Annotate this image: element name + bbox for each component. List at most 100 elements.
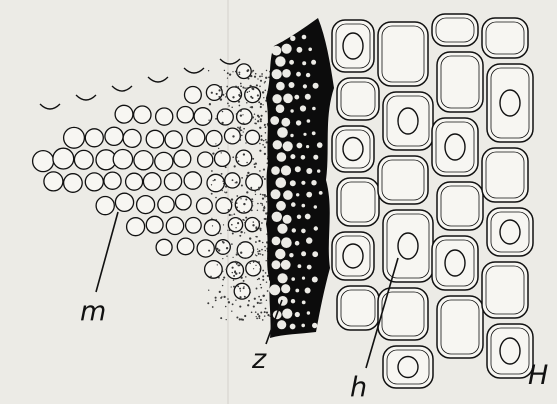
small-round-cell	[126, 173, 143, 190]
dark-zone-pore	[302, 61, 306, 65]
stipple-dot	[236, 113, 237, 114]
small-round-cell	[186, 218, 202, 234]
stipple-dot	[252, 88, 254, 90]
dark-zone-pore	[278, 273, 288, 283]
stipple-dot	[231, 198, 233, 200]
dark-zone-pore	[300, 105, 306, 111]
stipple-dot	[226, 256, 227, 257]
stipple-dot	[215, 300, 217, 302]
stipple-dot	[212, 306, 214, 308]
stipple-dot	[239, 243, 241, 245]
stipple-dot	[261, 115, 263, 117]
large-cell	[383, 210, 433, 282]
dark-zone-pore	[305, 94, 311, 100]
stipple-dot	[257, 210, 258, 211]
stipple-dot	[251, 210, 253, 212]
stipple-dot	[218, 249, 220, 251]
stipple-dot	[264, 146, 266, 148]
stipple-dot	[259, 127, 261, 129]
stipple-dot	[227, 72, 229, 74]
dark-zone-pore	[272, 260, 281, 269]
large-cell	[487, 64, 533, 142]
small-round-cell	[197, 240, 214, 257]
large-cell	[378, 288, 428, 340]
stipple-dot	[265, 272, 267, 274]
stipple-dot	[239, 73, 241, 75]
stipple-dot	[255, 73, 257, 75]
stipple-dot	[216, 248, 218, 250]
stipple-dot	[243, 287, 245, 289]
large-cell	[378, 156, 428, 204]
stipple-dot	[237, 264, 239, 266]
stipple-dot	[220, 297, 222, 299]
dark-zone-pore	[297, 47, 303, 53]
stipple-dot	[228, 105, 230, 107]
stipple-dot	[237, 286, 239, 288]
stipple-dot	[256, 255, 257, 256]
stipple-dot	[266, 300, 267, 301]
small-round-cell	[215, 151, 231, 167]
stipple-dot	[262, 295, 264, 297]
dark-zone-pore	[272, 94, 281, 103]
dark-zone-pore	[281, 118, 290, 127]
dark-zone-pore	[314, 226, 318, 230]
dark-zone-pore	[307, 119, 311, 123]
stipple-dot	[211, 184, 212, 185]
stipple-dot	[264, 196, 266, 198]
stipple-dot	[233, 275, 235, 277]
stipple-dot	[264, 246, 266, 248]
stipple-dot	[243, 211, 244, 212]
stipple-dot	[262, 319, 264, 321]
stipple-dot	[227, 77, 228, 78]
stipple-dot	[232, 303, 234, 305]
stipple-dot	[262, 91, 264, 93]
stipple-dot	[253, 306, 255, 308]
stipple-dot	[262, 198, 264, 200]
stipple-dot	[262, 275, 264, 277]
stipple-dot	[266, 260, 267, 261]
stipple-dot	[252, 205, 253, 206]
dark-zone-pore	[277, 127, 288, 138]
stipple-dot	[232, 135, 234, 137]
stipple-dot	[211, 218, 212, 219]
stipple-dot	[220, 233, 222, 235]
dark-zone-pore	[312, 131, 316, 135]
stipple-dot	[235, 299, 236, 300]
stipple-dot	[251, 312, 253, 314]
dark-zone-pore	[291, 299, 295, 303]
stipple-dot	[225, 268, 227, 270]
stipple-dot	[250, 96, 252, 98]
stipple-dot	[239, 272, 241, 274]
stipple-dot	[259, 75, 261, 77]
stipple-dot	[216, 93, 218, 95]
stipple-dot	[262, 204, 263, 205]
dark-zone-pore	[272, 69, 282, 79]
stipple-dot	[257, 279, 258, 280]
dark-zone-pore	[302, 204, 306, 208]
small-round-cell	[156, 239, 172, 255]
stipple-dot	[258, 278, 260, 280]
stipple-dot	[262, 194, 264, 196]
small-round-cell	[134, 106, 151, 123]
stipple-dot	[237, 127, 239, 129]
stipple-dot	[227, 103, 229, 105]
stipple-dot	[234, 261, 236, 263]
stipple-dot	[260, 106, 262, 108]
stipple-dot	[259, 143, 261, 145]
stipple-dot	[231, 214, 232, 215]
stipple-dot	[241, 177, 243, 179]
small-round-cell	[113, 150, 132, 169]
dark-zone-pore	[306, 145, 309, 148]
stipple-dot	[261, 203, 262, 204]
stipple-dot	[254, 298, 256, 300]
stipple-dot	[243, 154, 244, 155]
stipple-dot	[260, 135, 262, 137]
stipple-dot	[252, 158, 254, 160]
dark-zone-pore	[301, 229, 306, 234]
stipple-dot	[231, 122, 233, 124]
large-cell	[482, 262, 528, 318]
stipple-dot	[209, 103, 211, 105]
stipple-dot	[256, 84, 258, 86]
stipple-dot	[215, 197, 217, 199]
